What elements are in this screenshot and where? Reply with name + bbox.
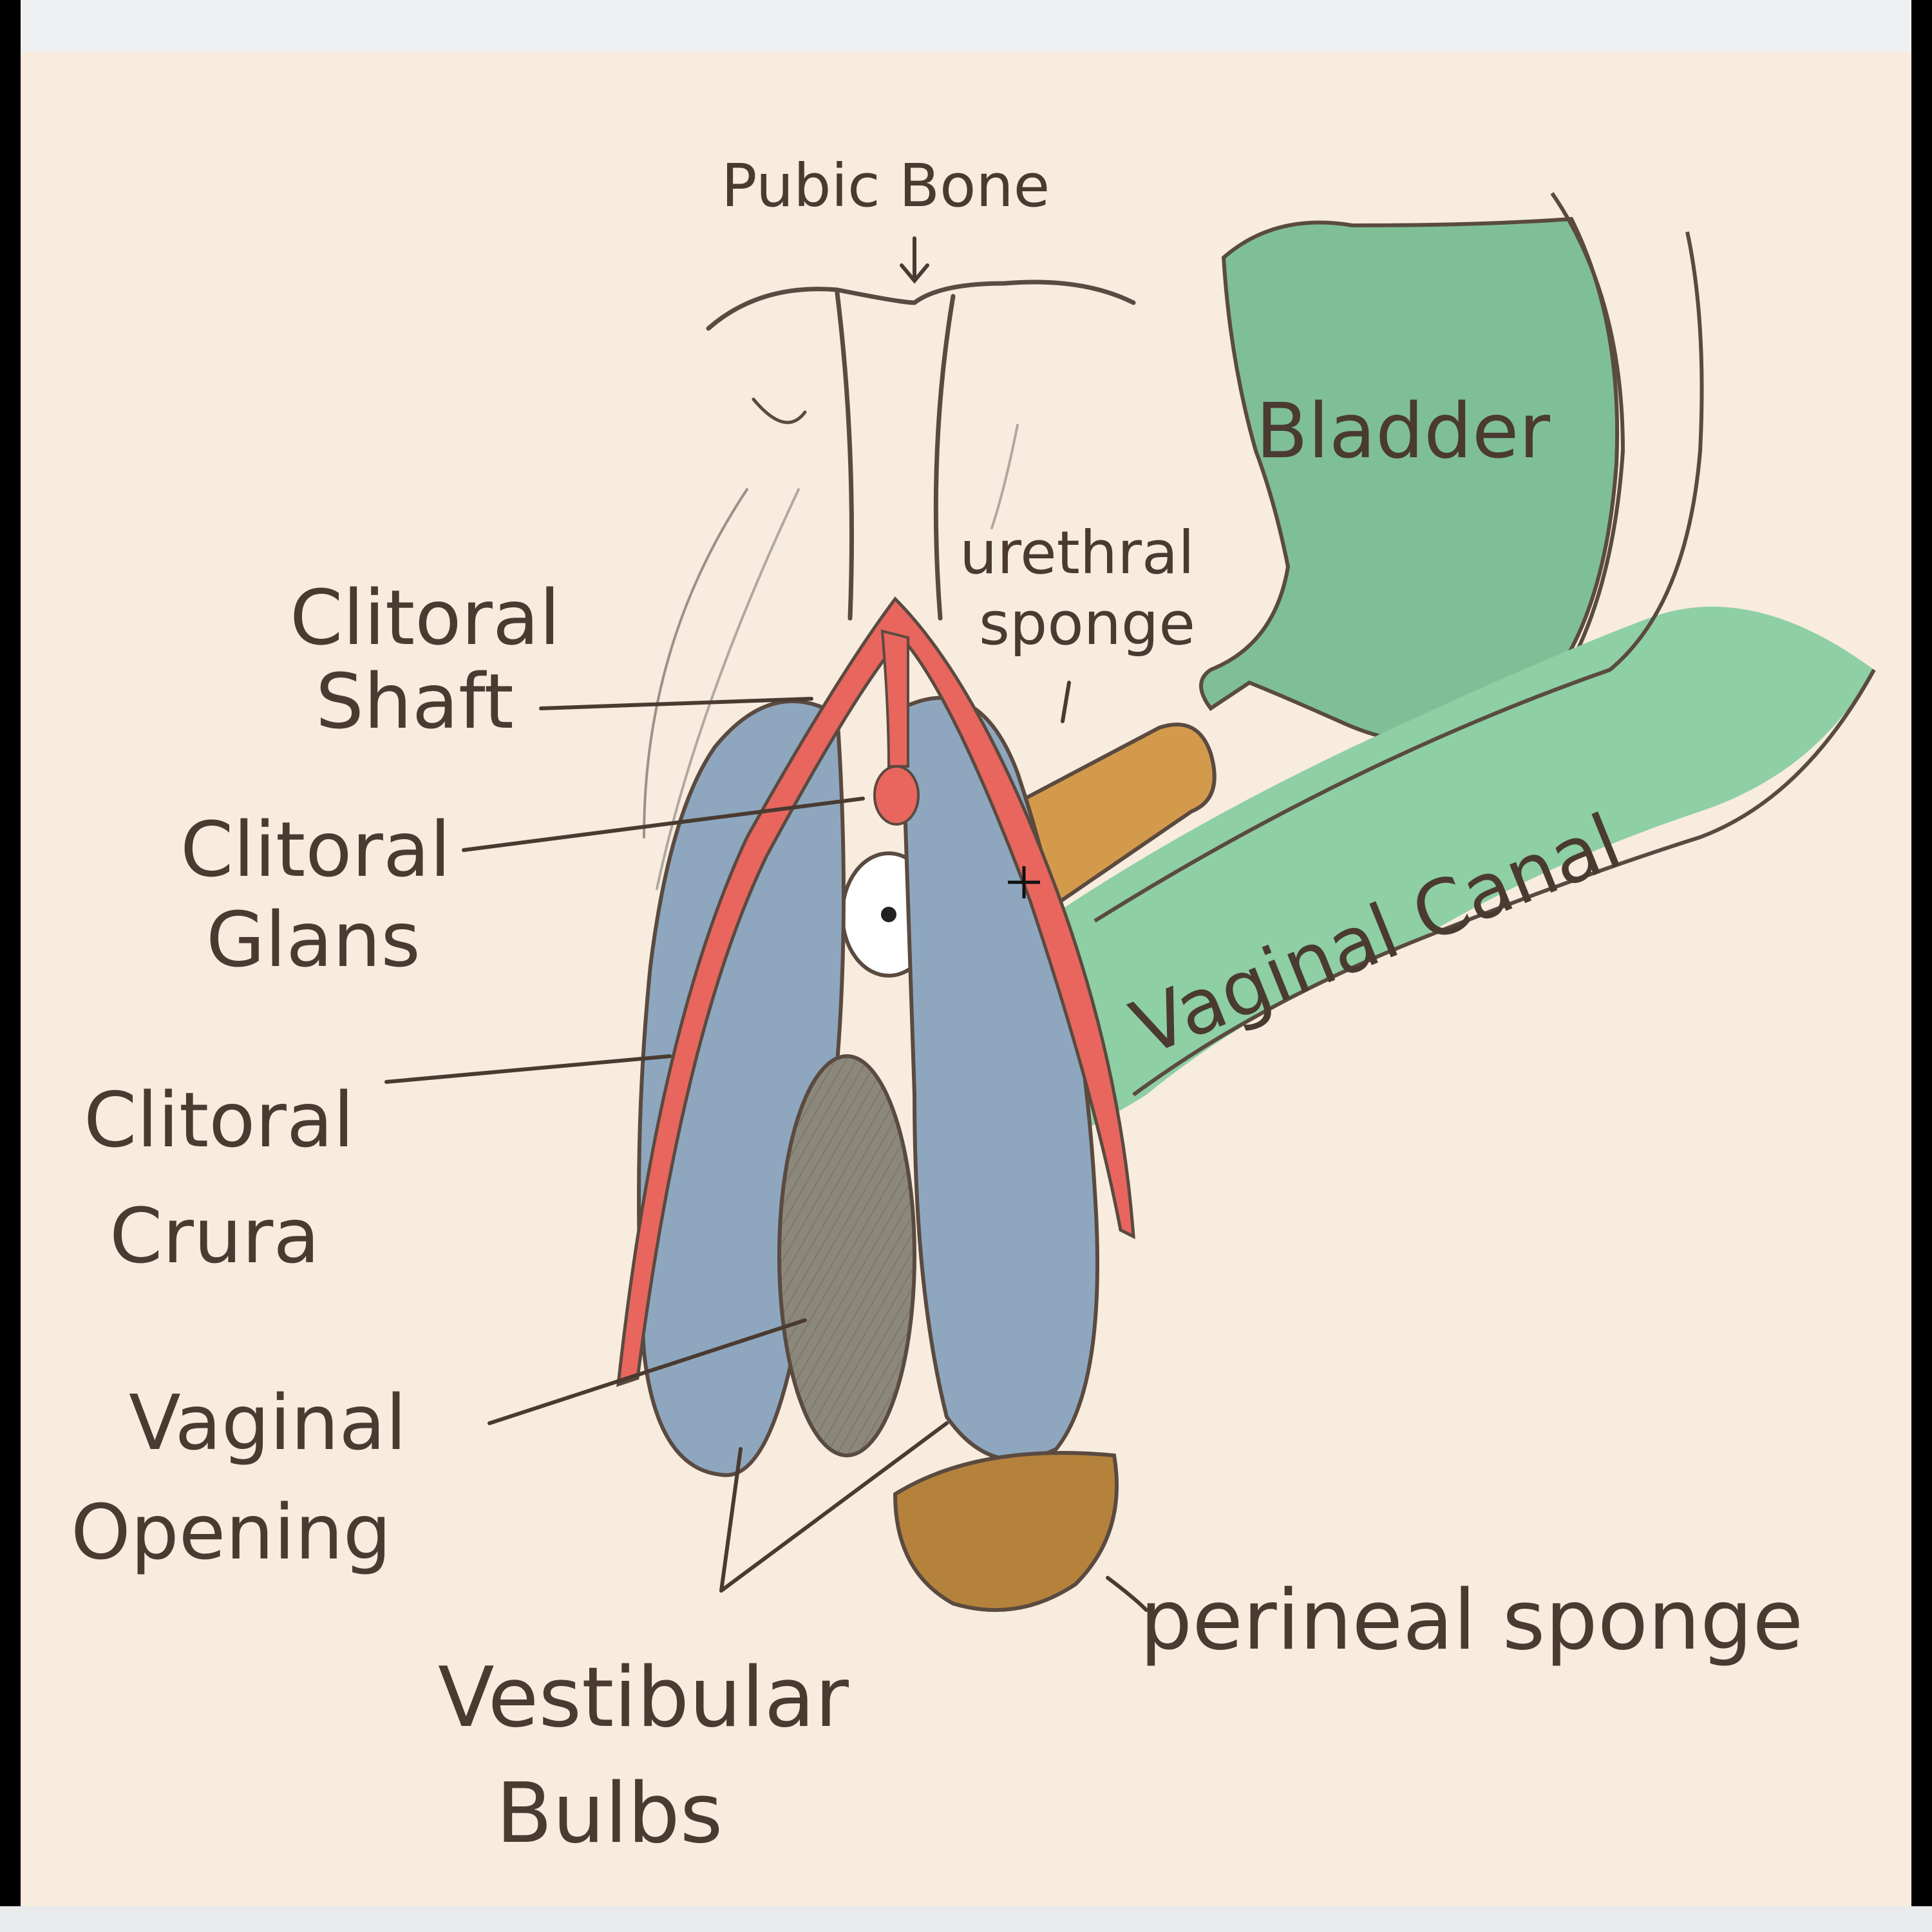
label-clitoral-glans-line2: Glans [206,895,421,984]
pubic-bone [643,279,1136,890]
label-vaginal-opening-line1: Vaginal [129,1378,406,1467]
leader-vestibular-bulbs [719,1421,949,1593]
pubic-bone-arrow [900,236,929,284]
leader-lines [384,681,1148,1612]
vaginal-canal [914,607,1874,1159]
leader-clitoral-shaft [539,697,813,710]
cursor-crosshair-icon [1008,866,1040,898]
label-clitoral-shaft-line1: Clitoral [290,573,560,662]
leader-vaginal-opening [488,1318,807,1425]
vaginal-canal-upper-edge [1094,231,1704,923]
label-vaginal-opening-line2: Opening [71,1488,392,1577]
leader-perineal-sponge [1106,1576,1148,1612]
leader-clitoral-crura [384,1054,672,1084]
top-bar [0,0,1932,52]
label-vestibular-bulbs-line2: Bulbs [496,1766,723,1862]
label-bladder: Bladder [1256,386,1550,475]
bottom-bar [0,1906,1932,1932]
right-border [1911,0,1932,1932]
label-perineal-sponge: perineal sponge [1140,1573,1803,1669]
vaginal-canal-lower-edge [1132,668,1876,1097]
label-clitoral-glans-line1: Clitoral [180,805,451,894]
label-vestibular-bulbs-line1: Vestibular [438,1650,849,1746]
label-clitoral-crura-line1: Clitoral [84,1075,354,1164]
label-clitoral-shaft-line2: Shaft [316,657,514,746]
clitoral-glans [873,765,920,826]
label-urethral-sponge-line1: urethral [960,518,1195,587]
label-clitoral-crura-line2: Crura [109,1191,320,1280]
label-pubic-bone: Pubic Bone [721,151,1050,220]
perineal-sponge [893,1451,1119,1612]
leader-urethral-sponge [1061,681,1071,723]
label-urethral-sponge-line2: sponge [979,589,1195,658]
left-border [0,0,21,1932]
leader-clitoral-glans [462,797,865,852]
clitoral-shaft [880,629,910,768]
